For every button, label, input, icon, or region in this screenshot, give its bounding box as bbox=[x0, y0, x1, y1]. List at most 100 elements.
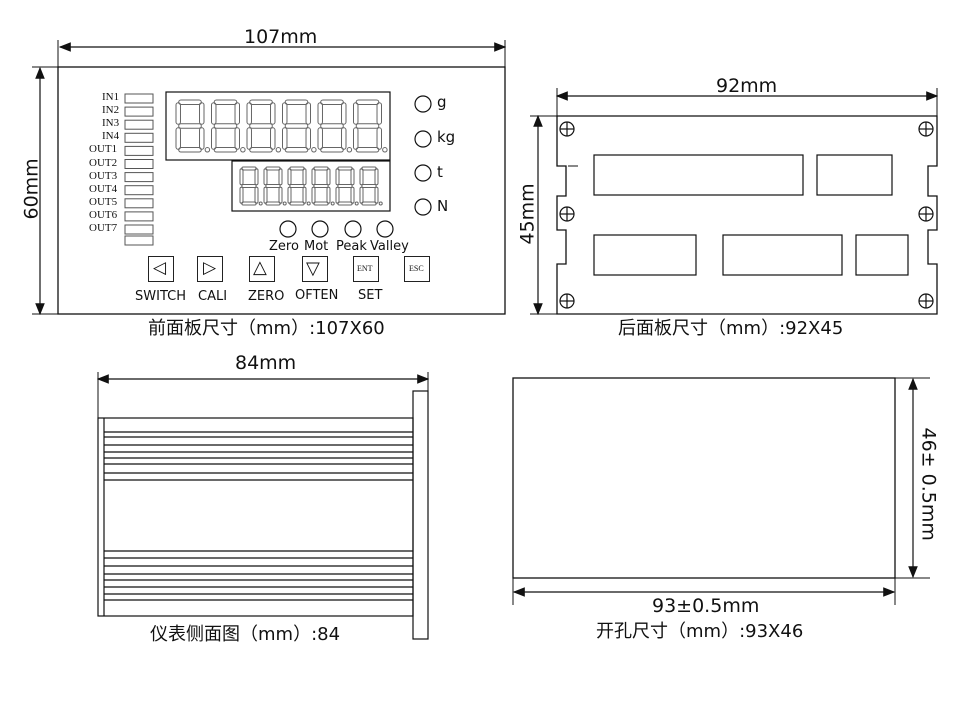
unit-t: t bbox=[437, 163, 443, 181]
segment bbox=[270, 127, 276, 150]
down-arrow-key[interactable]: ▽ bbox=[302, 256, 328, 282]
segment bbox=[284, 99, 309, 105]
segment bbox=[361, 184, 377, 188]
set-key-label: SET bbox=[358, 288, 383, 303]
led-in3 bbox=[124, 119, 154, 130]
segment bbox=[278, 186, 283, 204]
rear-terminal-block bbox=[855, 234, 909, 276]
io-label-in3: IN3 bbox=[102, 117, 120, 130]
left-arrow-key[interactable]: ◁ bbox=[148, 256, 174, 282]
decimal-point bbox=[306, 201, 311, 206]
segment bbox=[289, 184, 305, 188]
segment bbox=[246, 127, 252, 150]
segment bbox=[361, 201, 377, 206]
segment bbox=[265, 184, 281, 188]
segment bbox=[317, 102, 323, 125]
segment bbox=[305, 127, 311, 150]
segment bbox=[337, 184, 353, 188]
segment bbox=[359, 168, 364, 186]
segment bbox=[320, 147, 344, 153]
decimal-point bbox=[240, 147, 246, 153]
segment bbox=[234, 102, 241, 125]
io-label-out2: OUT2 bbox=[89, 156, 118, 169]
led-out1 bbox=[124, 145, 154, 156]
segment bbox=[335, 168, 340, 186]
io-label-out7: OUT7 bbox=[89, 222, 118, 234]
led-in4 bbox=[124, 132, 154, 143]
segment bbox=[278, 168, 283, 186]
segment bbox=[178, 99, 202, 105]
segment bbox=[175, 102, 181, 125]
segment bbox=[355, 147, 380, 153]
often-key-label: OFTEN bbox=[295, 288, 339, 303]
segment bbox=[335, 186, 340, 204]
io-label-out3: OUT3 bbox=[89, 169, 118, 182]
indicator-mot: Mot bbox=[304, 239, 329, 254]
rear-terminal-block bbox=[722, 234, 843, 276]
segment bbox=[374, 168, 379, 186]
segment bbox=[337, 166, 353, 171]
front-panel-outline bbox=[57, 66, 506, 315]
segment bbox=[265, 166, 281, 171]
segment bbox=[320, 99, 344, 105]
right-arrow-key[interactable]: ▷ bbox=[197, 256, 223, 282]
segment bbox=[175, 127, 181, 150]
rear-terminal-block bbox=[816, 154, 893, 196]
decimal-point bbox=[258, 201, 263, 206]
segment bbox=[249, 147, 273, 153]
segment bbox=[270, 102, 276, 125]
io-label-in1: IN1 bbox=[102, 91, 120, 103]
ent-key[interactable]: ENT bbox=[353, 256, 379, 282]
front-caption: 前面板尺寸（mm）:107X60 bbox=[148, 318, 385, 339]
segment bbox=[211, 127, 217, 150]
segment bbox=[317, 127, 323, 150]
segment bbox=[234, 127, 241, 150]
io-label-in4: IN4 bbox=[102, 130, 120, 143]
segment bbox=[284, 147, 309, 153]
segment bbox=[313, 184, 329, 188]
segment bbox=[213, 147, 238, 153]
segment bbox=[241, 166, 257, 171]
segment bbox=[213, 123, 238, 129]
segment bbox=[350, 186, 355, 204]
segment bbox=[263, 186, 268, 204]
segment bbox=[337, 201, 353, 206]
decimal-point bbox=[311, 147, 317, 153]
decimal-point bbox=[354, 201, 359, 206]
side-caption: 仪表侧面图（mm）:84 bbox=[150, 624, 341, 645]
esc-key[interactable]: ESC bbox=[404, 256, 430, 282]
segment bbox=[287, 168, 292, 186]
segment bbox=[178, 147, 202, 153]
left-arrow-icon: ◁ bbox=[153, 258, 167, 278]
segment bbox=[289, 166, 305, 171]
ent-key-label: ENT bbox=[357, 264, 373, 273]
indicator-valley: Valley bbox=[370, 239, 409, 254]
decimal-point bbox=[330, 201, 335, 206]
decimal-point bbox=[378, 201, 383, 206]
io-label-out4: OUT4 bbox=[89, 182, 118, 195]
segment bbox=[265, 201, 281, 206]
cutout-width-label: 93±0.5mm bbox=[652, 595, 760, 617]
segment bbox=[199, 102, 205, 125]
unit-n: N bbox=[437, 197, 449, 215]
segment bbox=[341, 127, 347, 150]
switch-key-label: SWITCH bbox=[135, 289, 186, 304]
segment bbox=[320, 123, 344, 129]
led-out5 bbox=[124, 198, 154, 209]
up-arrow-icon: △ bbox=[253, 257, 267, 278]
led-out2 bbox=[124, 159, 154, 169]
segment bbox=[305, 102, 311, 125]
cutout-height-label: 46± 0.5mm bbox=[917, 427, 940, 541]
segment bbox=[313, 201, 329, 206]
segment bbox=[178, 123, 202, 129]
front-height-label: 60mm bbox=[20, 158, 43, 220]
segment bbox=[289, 201, 305, 206]
screw-icons bbox=[559, 121, 934, 309]
segment bbox=[241, 201, 257, 206]
segment bbox=[282, 127, 288, 150]
segment bbox=[213, 99, 238, 105]
decimal-point bbox=[346, 147, 353, 153]
up-arrow-key[interactable]: △ bbox=[249, 256, 275, 282]
segment bbox=[302, 186, 307, 204]
segment bbox=[350, 168, 355, 186]
